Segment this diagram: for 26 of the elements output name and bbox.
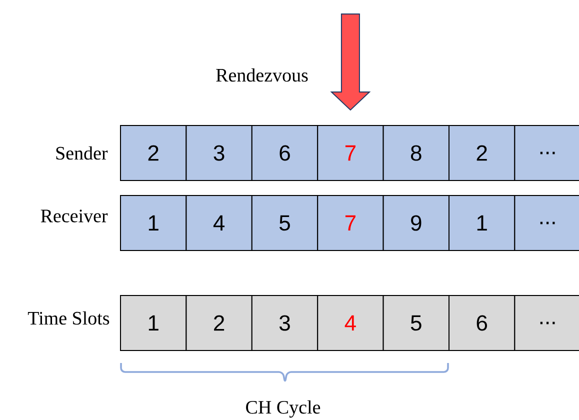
label: Rendezvous: [216, 68, 308, 82]
slot-cell: 2: [448, 125, 516, 181]
slot-cell: 1: [448, 195, 516, 251]
slot-cell: 3: [186, 125, 252, 181]
slot-cell: 4: [186, 195, 252, 251]
slot-cell: 6: [448, 295, 516, 351]
label: Receiver: [40, 210, 108, 222]
slot-cell: 5: [382, 295, 450, 351]
arrow: [330, 14, 371, 111]
label: Sender: [56, 146, 108, 160]
slot-cell: 5: [251, 195, 318, 251]
slot-cell: 1: [120, 195, 187, 251]
slot-cell: 3: [251, 295, 318, 351]
label: CH Cycle: [246, 400, 320, 418]
slot-cell: ...: [514, 195, 579, 251]
slot-cell: 2: [186, 295, 252, 351]
slot-cell: ...: [514, 295, 579, 351]
slot-cell: 6: [251, 125, 318, 181]
slot-cell: 1: [120, 295, 187, 351]
slot-cell: 9: [382, 195, 450, 251]
slot-cell: 2: [120, 125, 187, 181]
slot-cell: 4: [317, 295, 384, 351]
slot-cell: 7: [317, 125, 384, 181]
slot-cell: ...: [514, 125, 579, 181]
slot-cell: 7: [317, 195, 384, 251]
slot-cell: 8: [382, 125, 450, 181]
